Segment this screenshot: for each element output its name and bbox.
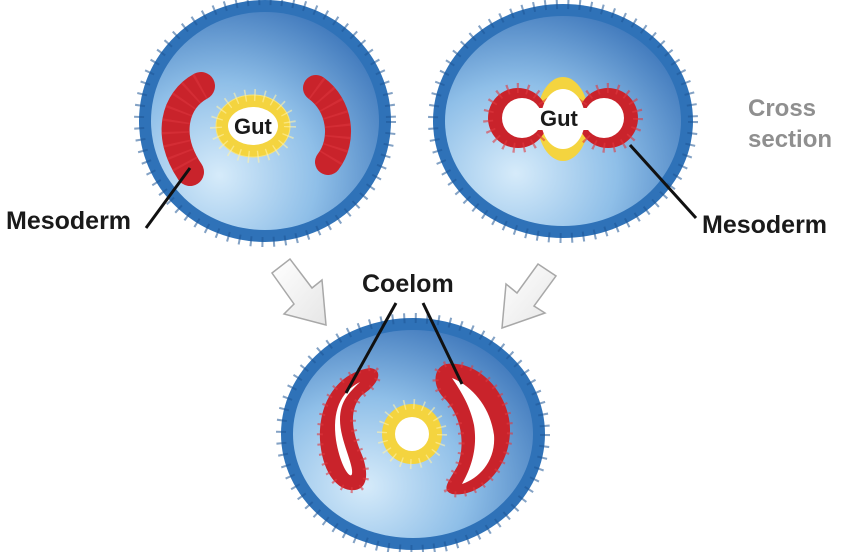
embryo-bottom xyxy=(276,302,550,552)
embryo-top-left xyxy=(134,0,396,247)
coelom-leader-line-right xyxy=(421,302,464,385)
mesoderm-left xyxy=(161,72,215,186)
label-cross-section-line2: section xyxy=(748,126,833,153)
label-cross-section: Cross section xyxy=(748,93,832,155)
coelom-leader-line-left xyxy=(344,302,398,394)
embryo-top-right xyxy=(428,0,698,243)
arrow-left-down xyxy=(270,257,327,326)
mesoderm-leader-line xyxy=(628,143,698,220)
label-mesoderm-left: Mesoderm xyxy=(6,207,132,235)
label-gut-right: Gut xyxy=(540,106,578,131)
mesoderm-right xyxy=(435,363,510,495)
gut-lumen xyxy=(228,107,278,145)
coelom-right xyxy=(452,378,495,484)
arrow-right-down xyxy=(501,262,558,330)
mesoderm-right xyxy=(303,75,351,175)
mesoderm-leader-line xyxy=(144,167,192,229)
coelom-left xyxy=(335,382,360,476)
label-mesoderm-right: Mesoderm xyxy=(702,211,828,239)
label-gut-left: Gut xyxy=(234,114,272,139)
gut-lumen xyxy=(395,417,429,451)
mesoderm-left xyxy=(319,368,379,491)
label-coelom: Coelom xyxy=(362,270,454,298)
label-cross-section-line1: Cross xyxy=(748,95,817,122)
